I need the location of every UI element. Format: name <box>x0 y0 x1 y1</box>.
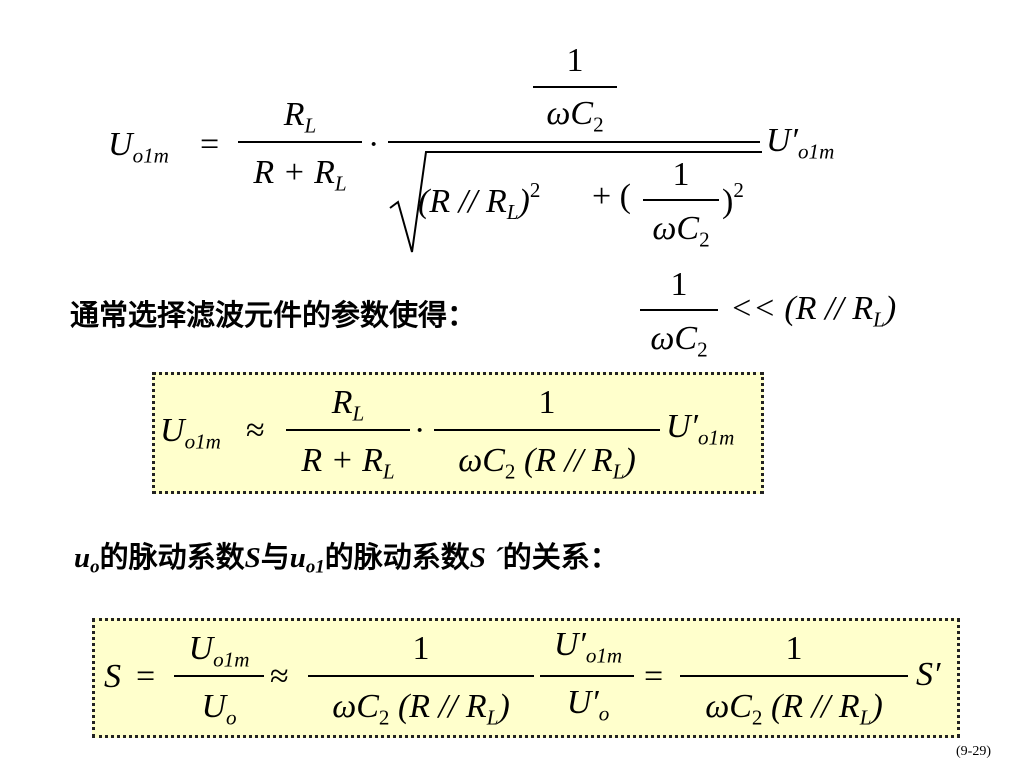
eq3-frac1-num: Uo1m <box>188 630 250 672</box>
eq1-inner-den: ωC2 <box>652 210 710 252</box>
eq1-dot: · <box>368 126 380 163</box>
eq3-frac3-bar <box>540 675 634 677</box>
eq1-main-bar <box>388 141 760 143</box>
eq1-frac1-bar <box>238 141 362 143</box>
condition-label: 通常选择滤波元件的参数使得： <box>70 298 477 332</box>
eq2-rhs: U′o1m <box>666 408 735 450</box>
condition-den: ωC2 <box>650 320 708 362</box>
eq1-inner-close: )2 <box>722 178 744 220</box>
eq3-frac2-num: 1 <box>412 630 430 667</box>
eq3-equals2: = <box>644 658 664 695</box>
eq1-inner-one: 1 <box>672 156 690 193</box>
eq2-frac1-bar <box>286 429 410 431</box>
eq2-frac2-den: ωC2 (R // RL) <box>458 442 636 484</box>
condition-bar <box>640 309 718 311</box>
eq2-frac1-den: R + RL <box>301 442 395 484</box>
eq2-frac2-bar <box>434 429 660 431</box>
eq1-inner-bar <box>643 199 719 201</box>
eq3-approx: ≈ <box>270 658 289 695</box>
eq3-S: S <box>104 658 121 695</box>
eq1-top-inner-bar <box>533 86 617 88</box>
eq3-frac2-den: ωC2 (R // RL) <box>332 688 510 730</box>
eq3-frac2-bar <box>308 675 534 677</box>
eq3-equals1: = <box>136 658 156 695</box>
eq3-frac4-den: ωC2 (R // RL) <box>705 688 883 730</box>
eq2-lhs: Uo1m <box>160 412 221 454</box>
eq1-equals: = <box>200 126 220 163</box>
eq1-frac1-den: R + RL <box>253 154 347 196</box>
eq1-rad-plus: + ( <box>592 178 631 215</box>
eq3-frac1-bar <box>174 675 264 677</box>
condition-one: 1 <box>670 266 688 303</box>
eq2-approx: ≈ <box>246 412 265 449</box>
eq1-rhs: U′o1m <box>766 122 835 164</box>
eq3-frac3-num: U′o1m <box>553 626 623 668</box>
eq1-rad-term1: (R // RL)2 <box>418 178 541 225</box>
eq2-frac1-num: RL <box>331 384 365 426</box>
equation-3-box <box>92 618 960 738</box>
eq3-frac4-num: 1 <box>785 630 803 667</box>
eq1-frac1-num: RL <box>283 96 317 138</box>
slide-number: (9-29) <box>956 744 991 759</box>
eq3-rhs: S′ <box>916 656 941 693</box>
eq2-frac2-num: 1 <box>538 384 556 421</box>
relation-sentence: uo的脉动系数S与uo1的脉动系数S ´的关系： <box>74 540 619 578</box>
eq2-dot: · <box>414 412 426 449</box>
eq3-frac1-den: Uo <box>201 688 237 730</box>
eq3-frac3-den: U′o <box>566 684 610 726</box>
sqrt-sign <box>389 151 762 253</box>
eq3-frac4-bar <box>680 675 908 677</box>
condition-rel: << (R // RL) <box>730 290 897 332</box>
eq1-top-den: ωC2 <box>546 95 604 137</box>
equation-2-box <box>152 372 764 494</box>
eq1-lhs: Uo1m <box>108 126 169 168</box>
eq1-top-one: 1 <box>566 42 584 79</box>
